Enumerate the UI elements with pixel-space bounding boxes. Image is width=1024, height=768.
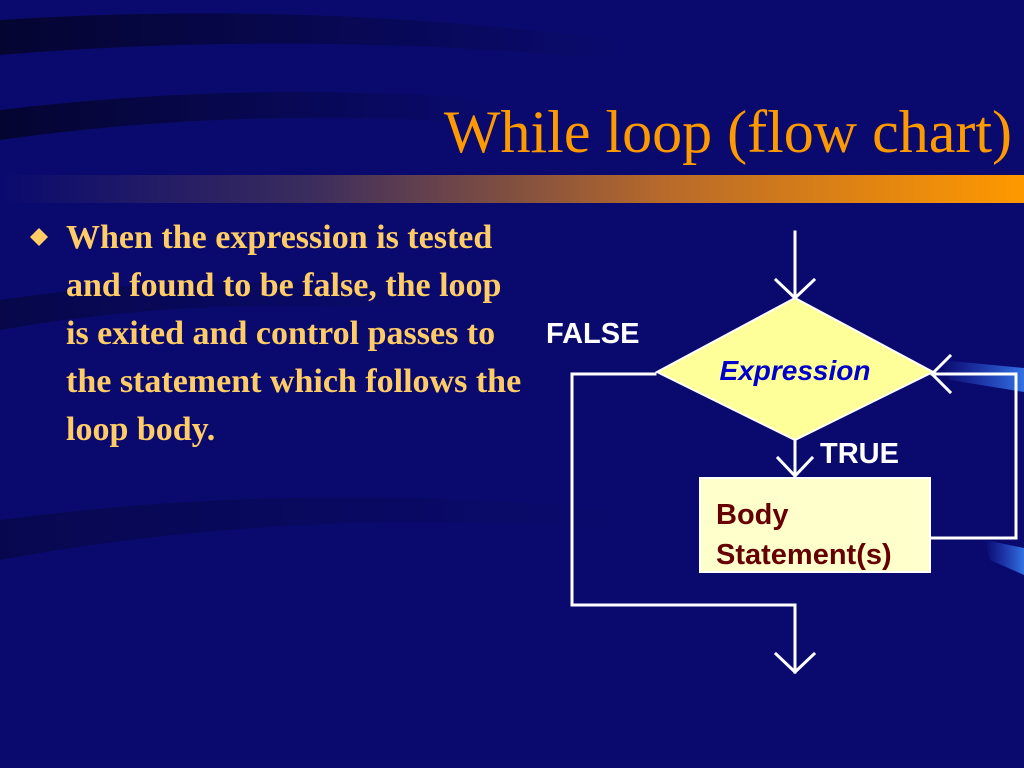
true-arrowhead-icon <box>775 455 815 479</box>
title-divider-bar <box>0 175 1024 203</box>
true-label: TRUE <box>820 438 899 470</box>
body-label-line1: Body <box>716 499 789 531</box>
slide-title: While loop (flow chart) <box>443 99 1012 165</box>
loop-back-line <box>928 372 1018 540</box>
false-exit-line <box>570 372 797 674</box>
exit-arrowhead-icon <box>773 651 817 675</box>
bullet-text: When the expression is tested and found … <box>66 219 522 448</box>
bullet-point: When the expression is tested and found … <box>30 214 530 454</box>
loop-back-arrowhead-icon <box>929 353 953 395</box>
decision-diamond <box>654 296 936 442</box>
decision-label: Expression <box>720 355 871 386</box>
diamond-bullet-icon <box>30 228 48 246</box>
body-label-line2: Statement(s) <box>716 539 892 571</box>
body-box <box>699 477 931 573</box>
false-label: FALSE <box>546 318 639 350</box>
